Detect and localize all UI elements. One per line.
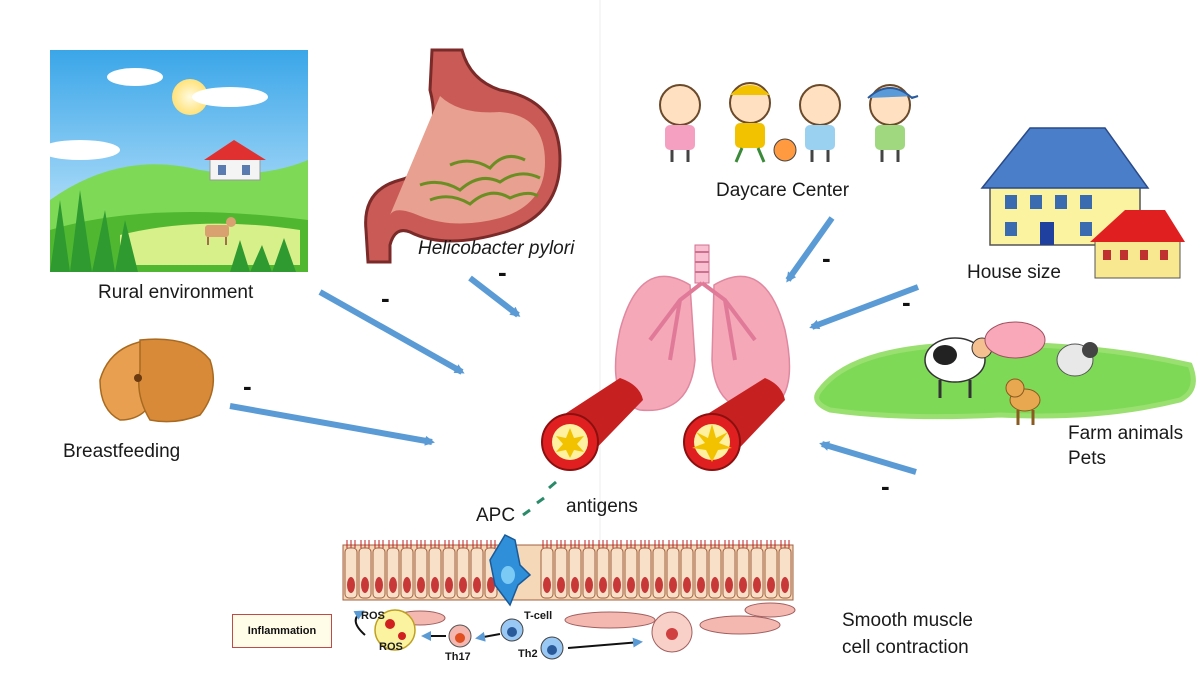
label-t-cell: T-cell: [524, 610, 553, 622]
cell-nucleus: [767, 577, 775, 593]
label-house-size: House size: [967, 262, 1061, 283]
arrow-farm: [819, 441, 917, 475]
stomach-image: [364, 48, 562, 264]
label-apc: APC: [476, 505, 516, 526]
label-inflammation: Inflammation: [247, 625, 317, 637]
minus-farm: -: [881, 471, 890, 501]
cell-nucleus: [641, 577, 649, 593]
airways-image: [541, 378, 785, 471]
rural-scene-image: [40, 50, 308, 272]
lungs-image: [614, 244, 791, 412]
cell-nucleus: [613, 577, 621, 593]
cell-nucleus: [655, 577, 663, 593]
label-breastfeeding: Breastfeeding: [63, 441, 181, 462]
cell-nucleus: [417, 577, 425, 593]
epithelium-image: [342, 534, 796, 660]
arrows: [229, 216, 920, 475]
cell-nucleus: [711, 577, 719, 593]
arrow-daycare: [785, 216, 835, 283]
cell-nucleus: [403, 577, 411, 593]
antigen-marks: [522, 480, 557, 517]
label-smooth-muscle: Smooth muscle: [842, 610, 973, 631]
cell-nucleus: [445, 577, 453, 593]
children-image: [659, 82, 919, 163]
label-ros-cell: ROS: [379, 641, 403, 653]
cell-nucleus: [389, 577, 397, 593]
cell-nucleus: [697, 577, 705, 593]
label-th2: Th2: [518, 648, 538, 660]
label-th17: Th17: [445, 651, 471, 663]
cell-nucleus: [375, 577, 383, 593]
minus-house: -: [902, 287, 911, 317]
label-cell-contraction: cell contraction: [842, 637, 969, 658]
cell-nucleus: [347, 577, 355, 593]
cell-nucleus: [599, 577, 607, 593]
minus-rural: -: [381, 283, 390, 313]
cell-nucleus: [781, 577, 789, 593]
cell-nucleus: [627, 577, 635, 593]
cell-nucleus: [753, 577, 761, 593]
label-ros-top: ROS: [361, 610, 385, 622]
farm-animals-image: [814, 321, 1196, 425]
label-rural-environment: Rural environment: [98, 282, 254, 303]
cell-nucleus: [543, 577, 551, 593]
breastfeeding-image: [99, 338, 215, 423]
minus-breastfeeding: -: [243, 371, 252, 401]
arrow-breastfeeding: [229, 403, 435, 446]
label-daycare-center: Daycare Center: [716, 180, 850, 201]
cell-nucleus: [739, 577, 747, 593]
arrow-rural: [318, 289, 465, 375]
cell-nucleus: [487, 577, 495, 593]
cell-nucleus: [585, 577, 593, 593]
cell-nucleus: [431, 577, 439, 593]
arrow-house: [809, 284, 920, 330]
minus-daycare: -: [822, 243, 831, 273]
inflammation-box: Inflammation: [232, 614, 332, 648]
label-farm-animals: Farm animals: [1068, 423, 1184, 444]
cell-nucleus: [459, 577, 467, 593]
cell-nucleus: [473, 577, 481, 593]
cell-nucleus: [571, 577, 579, 593]
arrow-hpylori: [468, 275, 521, 318]
cell-nucleus: [557, 577, 565, 593]
minus-hpylori: -: [498, 257, 507, 287]
label-pets: Pets: [1068, 448, 1107, 469]
cell-nucleus: [669, 577, 677, 593]
houses-image: [980, 127, 1185, 279]
label-antigens: antigens: [566, 496, 638, 517]
cell-nucleus: [361, 577, 369, 593]
cell-nucleus: [725, 577, 733, 593]
cell-nucleus: [683, 577, 691, 593]
label-helicobacter-pylori: Helicobacter pylori: [418, 238, 575, 259]
